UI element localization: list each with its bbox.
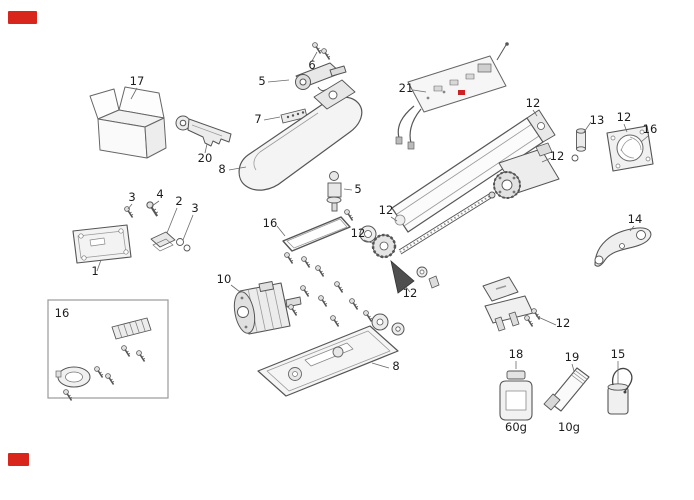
accessory-box-border	[47, 299, 169, 399]
part-19-grease-tube	[543, 367, 590, 412]
board-red-component	[458, 90, 465, 95]
part-21-control-board	[395, 42, 509, 150]
part-label-10: 10	[217, 272, 232, 286]
part-label-13: 13	[590, 113, 605, 127]
assembly-screws	[287, 255, 373, 328]
part-12-drive-screw	[359, 191, 496, 294]
part-label-2: 2	[175, 194, 182, 208]
part-12-rear-bracket	[482, 276, 541, 332]
part-12-motor-unit	[493, 142, 560, 199]
part-label-12-bearing: 12	[351, 226, 366, 240]
part-5-valve	[326, 171, 342, 212]
part-label-3-a: 3	[128, 190, 135, 204]
part-label-1: 1	[91, 264, 98, 278]
part-label-14: 14	[628, 212, 643, 226]
part-12-end-cap	[526, 109, 556, 143]
leader-lines	[96, 51, 649, 384]
part-label-12-cap: 12	[526, 96, 541, 110]
part-1-mounting-plate	[72, 224, 132, 264]
part-label-5-mid: 5	[354, 182, 361, 196]
part-8-lower-shell	[257, 313, 405, 397]
part-8-upper-cover	[238, 79, 363, 191]
part-label-8-bottom: 8	[392, 359, 399, 373]
part-17-carton	[89, 86, 167, 159]
part-5-lock-assembly	[295, 62, 347, 94]
part-label-12-cone: 12	[403, 286, 418, 300]
part-16-fan-flange	[606, 125, 654, 172]
brand-logo-bottom	[8, 453, 29, 466]
part-18-grease-jar	[499, 370, 533, 421]
brand-logo-top	[8, 11, 37, 24]
part-label-18: 18	[509, 347, 524, 361]
part-label-20: 20	[198, 151, 213, 165]
part-label-3-b: 3	[191, 201, 198, 215]
part-10-motor	[233, 281, 302, 335]
part-13-pin	[571, 128, 586, 162]
weight-label-60g: 60g	[505, 420, 527, 434]
part-14-bracket	[594, 227, 652, 267]
part-20-release-key	[175, 115, 232, 147]
part-label-19: 19	[565, 350, 580, 364]
callout-labels: 17 5 6 21 12 13 12 16 7 20 8 12 5 14 3 4…	[55, 58, 658, 434]
part-label-12-rear: 12	[556, 316, 571, 330]
part-label-12-motor: 12	[550, 149, 565, 163]
part-label-5-top: 5	[258, 74, 265, 88]
part-label-16-fan: 16	[643, 122, 658, 136]
part-16-gasket	[282, 208, 354, 265]
parts-2-3-4-fasteners	[123, 200, 191, 252]
part-label-6: 6	[308, 58, 315, 72]
part-label-16-gasket: 16	[263, 216, 278, 230]
part-label-21: 21	[399, 81, 414, 95]
part-label-12-beam: 12	[379, 203, 394, 217]
weight-label-10g: 10g	[558, 420, 580, 434]
part-label-4: 4	[156, 187, 163, 201]
part-label-16-box: 16	[55, 306, 70, 320]
part-label-8-top: 8	[218, 162, 225, 176]
part-label-12-fan: 12	[617, 110, 632, 124]
part-16-accessory-box	[47, 299, 169, 402]
part-label-17: 17	[130, 74, 145, 88]
part-15-capacitor	[607, 367, 633, 415]
part-label-15: 15	[611, 347, 626, 361]
part-label-7: 7	[254, 112, 261, 126]
part-6-screws	[311, 41, 331, 61]
